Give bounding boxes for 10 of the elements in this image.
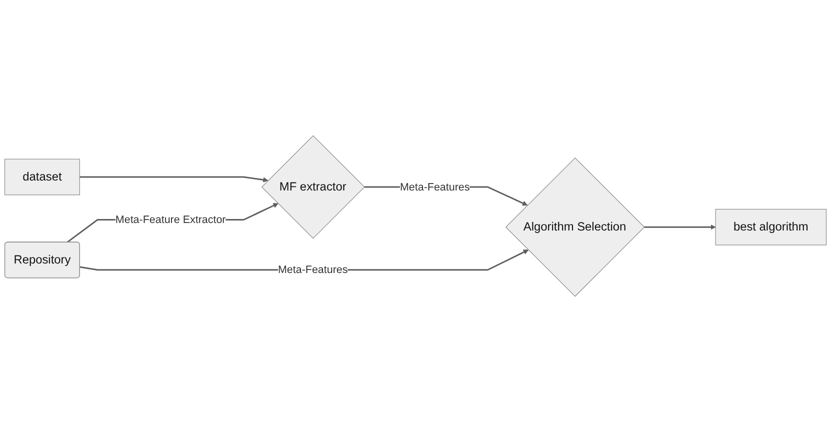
arrow xyxy=(66,203,278,243)
arrow xyxy=(80,176,268,182)
node-diamond: MF extractor xyxy=(261,135,365,239)
node-box: best algorithm xyxy=(715,208,827,246)
node-box: dataset xyxy=(4,158,80,196)
arrow xyxy=(644,224,716,230)
edge-label: Meta-Features xyxy=(278,264,348,276)
edge-label: Meta-Features xyxy=(400,180,470,193)
node-diamond: Algorithm Selection xyxy=(505,157,645,297)
edge-label: Meta-Feature Extractor xyxy=(115,214,226,226)
